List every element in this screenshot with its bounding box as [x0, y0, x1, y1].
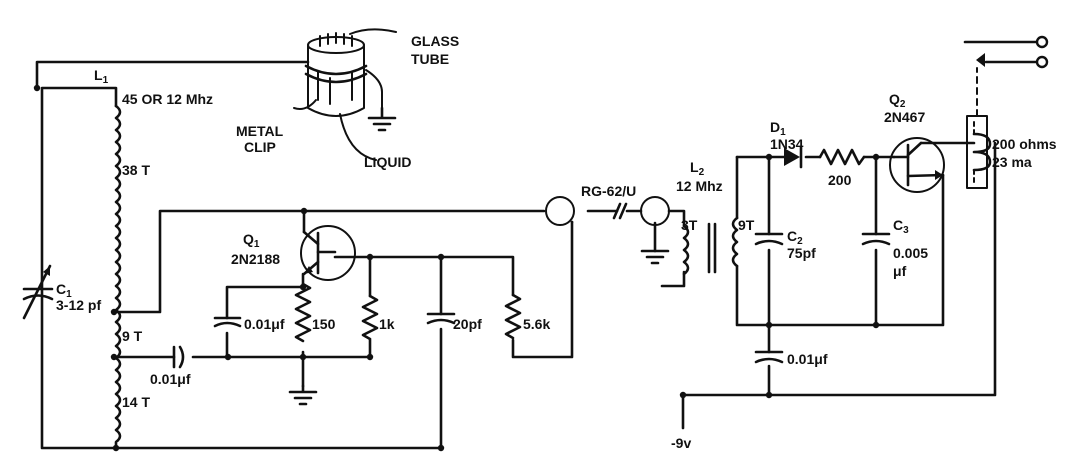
resistor-5-6k	[504, 293, 522, 340]
wire-base	[225, 285, 305, 359]
liquid-label: LIQUID	[364, 154, 411, 170]
l1-inductor-coil	[114, 104, 122, 450]
resistor-1k-label: 1k	[379, 316, 395, 332]
c3-ref-label: C3	[893, 217, 909, 236]
l2-secondary-turns-label: 9T	[738, 217, 755, 233]
c3-value-label-1: 0.005	[893, 245, 928, 261]
wire-l2-secondary	[735, 155, 945, 327]
junction-dot	[437, 253, 445, 261]
junction-dot	[33, 84, 41, 92]
c2-value-label: 75pf	[787, 245, 816, 261]
d1-ref-label: D1	[770, 119, 786, 138]
junction-dot	[872, 153, 880, 161]
glass-tube-label-line2: TUBE	[411, 51, 449, 67]
q1-transistor	[300, 225, 356, 281]
cable-type-label: RG-62/U	[581, 183, 636, 199]
metal-clip-label-line1: METAL	[236, 123, 284, 139]
emitter-bypass-capacitor	[213, 316, 242, 328]
supply-bypass-capacitor	[754, 350, 784, 364]
c2-ref-label: C2	[787, 228, 803, 247]
glass-tube-label-line1: GLASS	[411, 33, 459, 49]
junction-dot	[366, 353, 374, 361]
l1-frequency-label: 45 OR 12 Mhz	[122, 91, 213, 107]
capacitor-20pf	[426, 312, 456, 325]
junction-dot	[872, 321, 880, 329]
emitter-bypass-cap-label: 0.01μf	[244, 316, 285, 332]
relay-current-label: 23 ma	[992, 154, 1032, 170]
q1-part-label: 2N2188	[231, 251, 280, 267]
turns-lower-label: 14 T	[122, 394, 150, 410]
junction-dot	[765, 153, 773, 161]
junction-dot	[224, 353, 232, 361]
coupling-capacitor	[172, 345, 185, 369]
emitter-resistor-150	[294, 282, 312, 343]
cap-20pf-label: 20pf	[453, 316, 482, 332]
wire-supply	[681, 141, 997, 430]
relay	[966, 53, 992, 189]
glass-tube-sensor	[293, 28, 397, 161]
coupling-cap-label: 0.01μf	[150, 371, 191, 387]
wire-feedback	[112, 209, 546, 314]
l2-transformer	[682, 216, 739, 276]
junction-dot	[765, 391, 773, 399]
q1-ref-label: Q1	[243, 231, 260, 250]
emitter-resistor-label: 150	[312, 316, 336, 332]
c3-capacitor	[861, 232, 891, 246]
coax-connector-right	[640, 196, 670, 226]
d1-part-label: 1N34	[770, 136, 804, 152]
ground-symbol	[640, 249, 670, 265]
turns-upper-label: 38 T	[122, 162, 150, 178]
junction-dot	[679, 391, 687, 399]
supply-bypass-cap-label: 0.01μf	[787, 351, 828, 367]
d1-diode	[784, 145, 803, 169]
junction-dot	[765, 321, 773, 329]
relay-terminal-1	[1035, 35, 1049, 49]
series-resistor-label: 200	[828, 172, 852, 188]
junction-dot	[300, 207, 308, 215]
l2-primary-turns-label: 3T	[681, 217, 698, 233]
junction-dots	[33, 84, 880, 452]
c1-ref-label: C1	[56, 281, 72, 300]
resistor-200	[818, 148, 866, 166]
c1-variable-capacitor	[22, 264, 54, 320]
supply-voltage-label: -9v	[671, 435, 691, 451]
q2-ref-label: Q2	[889, 91, 906, 110]
junction-dot	[366, 253, 374, 261]
c1-value-label: 3-12 pf	[56, 297, 101, 313]
junction-dot	[437, 444, 445, 452]
wire-top-left	[35, 60, 310, 90]
resistor-5-6k-label: 5.6k	[523, 316, 550, 332]
q2-part-label: 2N467	[884, 109, 925, 125]
relay-resistance-label: 200 ohms	[992, 136, 1057, 152]
wire-tank-left	[40, 86, 118, 450]
c2-capacitor	[754, 232, 784, 246]
l1-ref-label: L1	[94, 67, 109, 86]
wire-relay-contacts	[963, 40, 1038, 64]
cable-break-mark	[612, 202, 628, 220]
coax-connector-left	[545, 196, 575, 226]
resistor-1k	[361, 294, 379, 341]
l2-ref-label: L2	[690, 159, 705, 178]
junction-dot	[299, 353, 307, 361]
q2-transistor	[889, 137, 945, 193]
relay-terminal-2	[1035, 55, 1049, 69]
l2-frequency-label: 12 Mhz	[676, 178, 723, 194]
turns-tap-label: 9 T	[122, 328, 143, 344]
ground-symbol	[288, 384, 318, 406]
wiring	[35, 40, 1038, 450]
wire-l2-primary	[660, 209, 686, 288]
metal-clip-label-line2: CLIP	[244, 139, 276, 155]
c3-value-label-2: μf	[893, 263, 907, 279]
